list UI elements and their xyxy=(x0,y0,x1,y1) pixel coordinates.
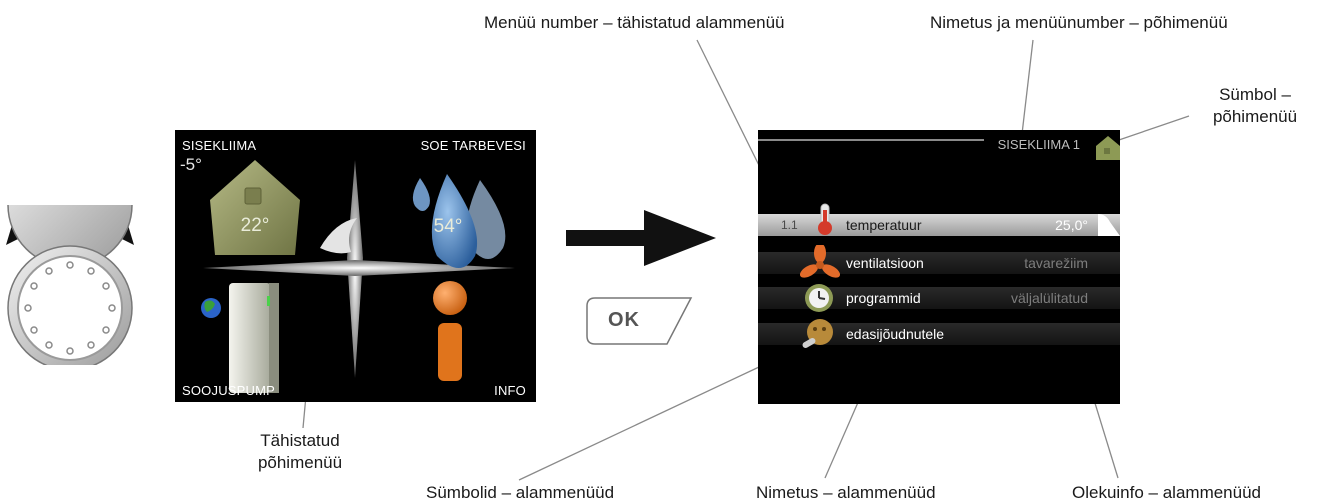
control-knob[interactable] xyxy=(0,205,140,365)
submenu-row-number: 1.1 xyxy=(781,218,798,232)
quadrant-label-hot-water: SOE TARBEVESI xyxy=(420,138,526,153)
thermometer-icon xyxy=(818,203,832,235)
fan-icon xyxy=(800,245,840,278)
callout-submenu-names: Nimetus – alammenüüd xyxy=(756,483,936,502)
submenu-row-status: väljalülitatud xyxy=(1010,290,1088,306)
submenu-row-status: tavarežiim xyxy=(1024,255,1088,271)
info-icon xyxy=(433,281,467,381)
ok-button[interactable]: OK xyxy=(585,296,695,348)
quadrant-label-info: INFO xyxy=(494,383,526,398)
submenu-row-name: programmid xyxy=(846,290,921,306)
hot-water-temperature: 54° xyxy=(433,216,463,237)
knob-dots xyxy=(24,261,116,355)
main-menu-screen: SISEKLIIMA SOE TARBEVESI SOOJUSPUMP INFO… xyxy=(175,130,536,402)
ok-button-label: OK xyxy=(608,309,640,331)
navigation-arrow-icon xyxy=(566,210,716,266)
callout-marked-mainmenu: Tähistatud põhimenüü xyxy=(240,430,360,474)
heat-pump-icon xyxy=(229,283,279,393)
submenu-row-status: 25,0° xyxy=(1055,217,1088,233)
clock-icon xyxy=(805,284,833,312)
house-icon xyxy=(210,160,300,255)
water-drops-icon xyxy=(412,174,506,268)
submenu-row-name: edasijõudnutele xyxy=(846,326,945,342)
callout-mainmenu-symbol-line1: Sümbol – xyxy=(1219,85,1291,104)
sub-menu-header-graphics xyxy=(758,136,1120,160)
callout-marked-mainmenu-line1: Tähistatud xyxy=(260,431,340,450)
callout-mainmenu-name-number: Nimetus ja menüünumber – põhimenüü xyxy=(930,13,1228,32)
callout-mainmenu-symbol: Sümbol – põhimenüü xyxy=(1200,84,1310,128)
menu-divider-star xyxy=(203,160,515,378)
submenu-row-advanced[interactable]: edasijõudnutele xyxy=(758,319,1120,348)
callout-mainmenu-symbol-line2: põhimenüü xyxy=(1212,107,1298,126)
quadrant-label-heat-pump: SOOJUSPUMP xyxy=(182,383,276,398)
quadrant-label-indoor-climate: SISEKLIIMA xyxy=(182,138,257,153)
submenu-row-temperature[interactable]: 1.1 temperatuur 25,0° xyxy=(758,203,1120,236)
submenu-row-programs[interactable]: programmid väljalülitatud xyxy=(758,284,1120,312)
indoor-climate-symbol-icon xyxy=(1096,136,1120,160)
submenu-row-name: ventilatsioon xyxy=(846,255,924,271)
callout-submenu-number: Menüü number – tähistatud alammenüü xyxy=(484,13,785,32)
selected-row-tab xyxy=(1098,214,1120,236)
earth-icon xyxy=(201,298,221,318)
sub-menu-screen: SISEKLIIMA 1 1.1 temperatuur 25,0° xyxy=(758,130,1120,404)
submenu-row-name: temperatuur xyxy=(846,217,922,233)
advanced-icon xyxy=(802,319,833,348)
callout-submenu-symbols: Sümbolid – alammenüüd xyxy=(426,483,615,502)
sub-menu-title: SISEKLIIMA 1 xyxy=(997,137,1080,152)
callout-marked-mainmenu-line2: põhimenüü xyxy=(257,453,343,472)
main-menu-graphics xyxy=(201,160,515,393)
outdoor-temperature: -5° xyxy=(180,155,202,174)
indoor-temperature: 22° xyxy=(240,215,270,236)
ok-button-shape xyxy=(586,297,693,345)
callout-submenu-status: Olekuinfo – alammenüüd xyxy=(1072,483,1262,502)
submenu-row-ventilation[interactable]: ventilatsioon tavarežiim xyxy=(758,245,1120,278)
